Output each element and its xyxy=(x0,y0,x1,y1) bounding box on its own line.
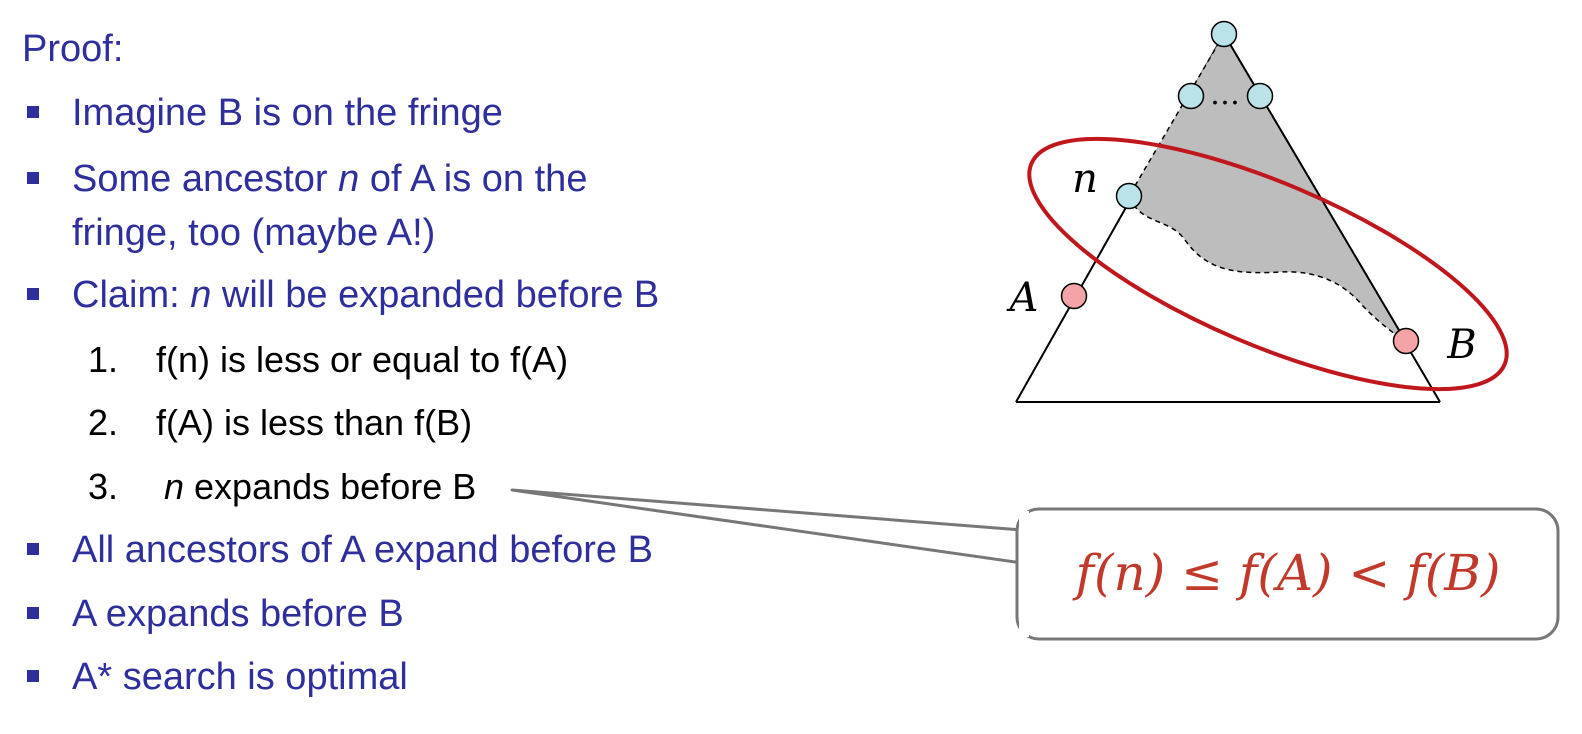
fringe-ellipse xyxy=(1027,136,1509,392)
callout-inequality: f(n) ≤ f(A) < f(B) xyxy=(1072,544,1501,602)
claim-3-rest: expands before B xyxy=(184,466,477,507)
bullet-imagine-b: Imagine B is on the fringe xyxy=(72,92,503,134)
bullet-claim: Claim: n will be expanded before B xyxy=(72,268,659,322)
left-child-node xyxy=(1177,82,1205,110)
label-b: B xyxy=(1446,322,1476,368)
root-node xyxy=(1210,20,1238,48)
claim-3-var: n xyxy=(164,466,185,507)
bullet-marker xyxy=(27,543,39,555)
claim-1-text: f(n) is less or equal to f(A) xyxy=(156,339,569,380)
bullet-marker xyxy=(27,288,39,300)
callout-box xyxy=(1015,507,1560,641)
bullet-some-ancestor-pre: Some ancestor xyxy=(72,158,339,200)
node-b xyxy=(1392,327,1420,355)
ellipsis-label: … xyxy=(1210,77,1240,112)
node-a xyxy=(1060,282,1088,310)
bullet-marker xyxy=(27,106,39,118)
callout-seam-cover xyxy=(1019,511,1029,637)
bullet-some-ancestor: Some ancestor n of A is on the xyxy=(72,152,587,206)
label-a: A xyxy=(1006,275,1039,321)
bullet-some-ancestor-var: n xyxy=(338,158,360,200)
label-n: n xyxy=(1072,156,1098,202)
bullet-claim-post: will be expanded before B xyxy=(211,274,660,316)
bullet-marker xyxy=(27,670,39,682)
claim-1-number: 1. xyxy=(88,339,119,380)
bullet-all-ancestors: All ancestors of A expand before B xyxy=(72,529,653,571)
claim-2-number: 2. xyxy=(88,402,119,443)
bullet-claim-var: n xyxy=(190,274,212,316)
expanded-region xyxy=(1128,32,1407,343)
claim-2-text: f(A) is less than f(B) xyxy=(156,402,473,443)
bullet-a-expands: A expands before B xyxy=(72,593,404,635)
proof-heading: Proof: xyxy=(22,28,124,70)
claim-3-text: n expands before B xyxy=(164,460,476,514)
right-child-node xyxy=(1246,82,1274,110)
bullet-some-ancestor-post: of A is on the xyxy=(359,158,588,200)
bullet-claim-pre: Claim: xyxy=(72,274,191,316)
bullet-astar-optimal: A* search is optimal xyxy=(72,656,408,698)
bullet-some-ancestor-line2: fringe, too (maybe A!) xyxy=(72,212,436,254)
bullet-marker xyxy=(27,172,39,184)
bullet-marker xyxy=(27,607,39,619)
callout-pointer xyxy=(510,488,1024,565)
node-n xyxy=(1115,182,1143,210)
claim-3-number: 3. xyxy=(88,466,119,507)
